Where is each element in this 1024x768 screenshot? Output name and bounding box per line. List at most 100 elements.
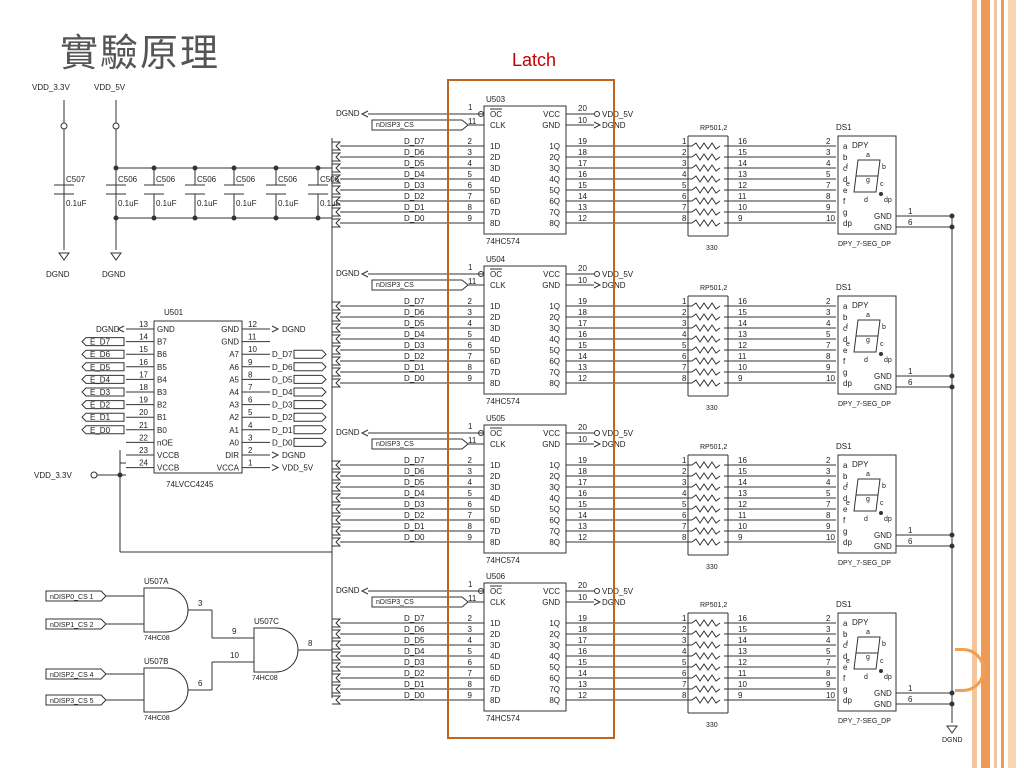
pin-name: f (843, 674, 846, 683)
pin-number: 24 (139, 459, 148, 468)
pin-name: 6Q (549, 357, 560, 366)
pin-name: c (843, 164, 847, 173)
pin-name: GND (157, 325, 175, 334)
pin-number: 14 (578, 669, 587, 678)
net-label: D_D2 (404, 352, 425, 361)
bus-port-icon (293, 374, 327, 384)
pin-name: VCC (543, 587, 560, 596)
pin-number: 11 (468, 117, 477, 126)
accent-stripe-3 (994, 0, 997, 768)
accent-stripe-1 (972, 0, 977, 768)
pin-number: 8 (826, 352, 831, 361)
pin-name: 7D (490, 368, 500, 377)
pin-number: 10 (826, 374, 835, 383)
pin-number: 8 (248, 370, 253, 379)
pin-name: 8D (490, 219, 500, 228)
resistor-icon (691, 208, 721, 216)
pin-number: 9 (826, 203, 831, 212)
pin-number: 18 (139, 383, 148, 392)
pin-number: 16 (578, 489, 587, 498)
display-part: DPY_7-SEG_DP (838, 718, 891, 725)
pin-number: 22 (139, 433, 148, 442)
pin-name: 8Q (549, 219, 560, 228)
pin-number: 10 (578, 593, 587, 602)
display-title: DPY (852, 141, 869, 150)
pin-name: 2D (490, 472, 500, 481)
pin-name: 6D (490, 357, 500, 366)
capacitor-ref: C507 (66, 175, 86, 184)
slide-title: 實驗原理 (60, 31, 221, 75)
pin-number: 23 (139, 446, 148, 455)
pin-number: 1 (468, 103, 473, 112)
segment-label: d (864, 197, 868, 204)
net-label: DGND (336, 269, 360, 278)
pin-name: 3D (490, 164, 500, 173)
pin-number: 3 (826, 148, 831, 157)
pin-number: 2 (826, 456, 831, 465)
net-label: D_D0 (404, 691, 425, 700)
pin-name: nOE (157, 438, 173, 447)
pin-name: 4D (490, 175, 500, 184)
segment-label: c (880, 181, 884, 188)
segment-label: g (866, 654, 870, 661)
pin-name: d (843, 175, 847, 184)
resistor-pack-body (687, 454, 729, 556)
power-terminal-icon (594, 111, 600, 117)
segment-label: f (846, 641, 848, 648)
pin-number: 13 (578, 203, 587, 212)
pin-name: 3Q (549, 641, 560, 650)
net-label: D_D3 (404, 181, 425, 190)
segment-label: c (880, 500, 884, 507)
pin-number: 11 (468, 594, 477, 603)
pin-name: f (843, 357, 846, 366)
pin-name: VCCB (157, 464, 179, 473)
pin-number: 14 (578, 352, 587, 361)
pin-name: 6D (490, 674, 500, 683)
pin-number: 15 (738, 625, 747, 634)
pin-name: GND (874, 372, 892, 381)
pin-number: 15 (578, 341, 587, 350)
pin-name: B2 (157, 401, 167, 410)
bus-entry-icon (332, 471, 342, 481)
net-label: D_D7 (404, 456, 425, 465)
pin-name: c (843, 483, 847, 492)
net-label: E_D2 (90, 401, 111, 410)
arrow-right-icon (271, 451, 280, 459)
pin-name: 6Q (549, 197, 560, 206)
resistor-value: 330 (706, 405, 718, 412)
pin-name: 5D (490, 186, 500, 195)
resistor-icon (691, 696, 721, 704)
bus-port-icon (81, 400, 125, 410)
pin-name: 1D (490, 461, 500, 470)
net-label: E_D4 (90, 375, 111, 384)
pin-name: A6 (229, 363, 239, 372)
pin-number: 3 (826, 308, 831, 317)
capacitor-value: 0.1uF (66, 199, 87, 208)
bus-port-icon (81, 387, 125, 397)
pin-number: 5 (826, 489, 831, 498)
pin-number: 1 (682, 137, 687, 146)
pin-name: VCCA (217, 464, 240, 473)
seven-seg-display (837, 295, 897, 395)
pin-name: 8Q (549, 696, 560, 705)
resistor-pack-body (687, 612, 729, 714)
pin-number: 2 (826, 297, 831, 306)
bus-entry-icon (332, 662, 342, 672)
pin-name: 1D (490, 302, 500, 311)
accent-stripe-4 (1001, 0, 1004, 768)
and-gate-a (143, 587, 189, 633)
pin-number: 14 (578, 511, 587, 520)
net-label: D_D0 (404, 214, 425, 223)
net-label: D_D5 (404, 159, 425, 168)
pin-name: CLK (490, 121, 506, 130)
display-part: DPY_7-SEG_DP (838, 401, 891, 408)
pin-number: 8 (308, 639, 313, 648)
pin-name: B5 (157, 363, 167, 372)
pin-number: 8 (468, 680, 473, 689)
pin-name: GND (874, 689, 892, 698)
pin-name: GND (542, 440, 560, 449)
pin-number: 7 (682, 203, 687, 212)
pin-number: 10 (738, 363, 747, 372)
capacitor-ref: C506 (118, 175, 138, 184)
